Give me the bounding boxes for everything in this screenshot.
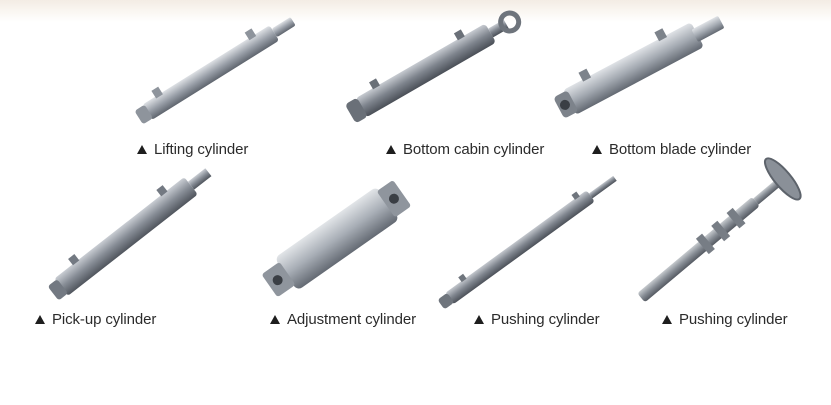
caption-pick-up-cylinder: Pick-up cylinder (35, 311, 156, 328)
caption-lifting-cylinder: Lifting cylinder (137, 141, 248, 158)
caption-pushing-cylinder-2: Pushing cylinder (662, 311, 788, 328)
triangle-marker-icon (662, 315, 672, 324)
caption-adjustment-cylinder: Adjustment cylinder (270, 311, 416, 328)
triangle-marker-icon (270, 315, 280, 324)
triangle-marker-icon (592, 145, 602, 154)
top-background-band (0, 0, 831, 22)
caption-pushing-cylinder-1: Pushing cylinder (474, 311, 600, 328)
triangle-marker-icon (35, 315, 45, 324)
triangle-marker-icon (137, 145, 147, 154)
caption-bottom-blade-cylinder: Bottom blade cylinder (592, 141, 751, 158)
triangle-marker-icon (386, 145, 396, 154)
caption-bottom-cabin-cylinder: Bottom cabin cylinder (386, 141, 544, 158)
triangle-marker-icon (474, 315, 484, 324)
